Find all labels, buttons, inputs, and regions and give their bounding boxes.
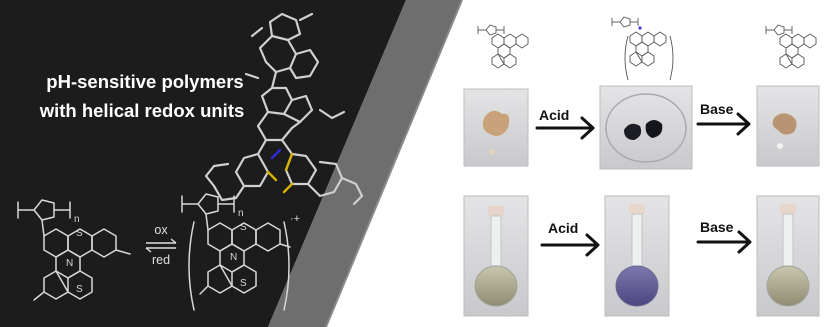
repeat-subscript-ox: n — [238, 208, 244, 219]
red-label: red — [152, 253, 170, 267]
acid-label-row1: Acid — [539, 107, 569, 123]
polymer-oxidized-structure — [181, 193, 291, 311]
structure-small-2 — [611, 16, 674, 81]
sulfur-atom-1: S — [76, 228, 83, 239]
sulfur-atom-3: S — [240, 222, 247, 233]
arrow-acid-row2 — [540, 233, 600, 257]
ox-label: ox — [154, 223, 168, 237]
sulfur-atom-2: S — [76, 284, 83, 295]
nitrogen-atom-1: N — [66, 258, 73, 269]
title-line-1: pH-sensitive polymers — [46, 71, 243, 92]
repeat-subscript: n — [74, 214, 80, 225]
polymer-oxidized-labels: n S N S ·+ — [230, 208, 300, 289]
polymer-reduced-structure — [17, 199, 131, 301]
photo-solid-initial — [463, 88, 529, 167]
base-label-row2: Base — [700, 219, 734, 235]
arrow-base-row2 — [696, 230, 752, 254]
sulfur-atom-4: S — [240, 278, 247, 289]
structure-small-3 — [765, 24, 817, 69]
structure-small-1 — [477, 24, 529, 69]
photo-solid-base — [756, 85, 820, 167]
title-line-2: with helical redox units — [39, 100, 245, 121]
helical-structure-heteroatoms — [266, 148, 294, 194]
diagonal-stripe — [268, 0, 462, 327]
nitrogen-atom-2: N — [230, 252, 237, 263]
helical-structure-model — [204, 12, 364, 206]
photo-flask-base — [756, 195, 820, 317]
photo-solid-acid — [599, 85, 693, 170]
equilibrium-arrows — [145, 238, 177, 253]
photo-flask-initial — [463, 195, 529, 317]
diagonal-edge — [325, 0, 463, 327]
arrow-base-row1 — [696, 112, 751, 136]
polymer-reduced-labels: n S N S — [66, 214, 83, 295]
radical-cation-charge: ·+ — [290, 213, 300, 225]
dark-panel — [0, 0, 406, 327]
acid-label-row2: Acid — [548, 220, 578, 236]
photo-flask-acid — [604, 195, 670, 317]
arrow-acid-row1 — [535, 116, 595, 140]
base-label-row1: Base — [700, 101, 734, 117]
